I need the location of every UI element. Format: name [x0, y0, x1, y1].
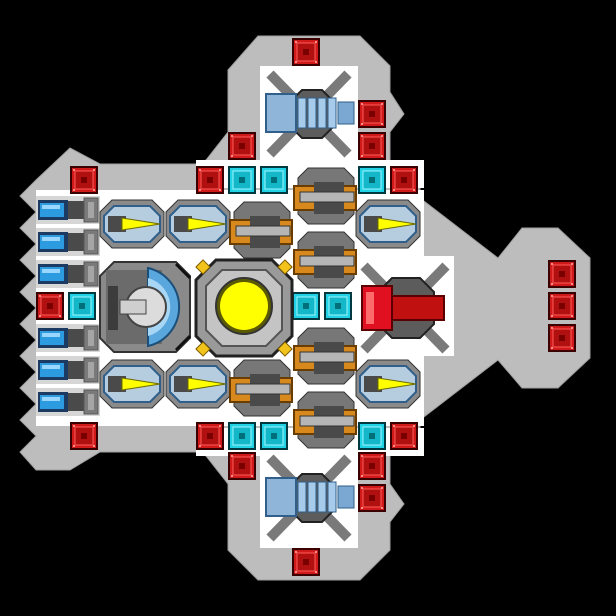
shield-block [260, 166, 288, 194]
shield-block [68, 292, 96, 320]
armor-block [358, 100, 386, 128]
shield-block [260, 422, 288, 450]
yellow-laser-turret [165, 359, 231, 409]
armor-block [196, 166, 224, 194]
heavy-cannon [265, 70, 355, 158]
yellow-laser-turret [99, 359, 165, 409]
armor-block [228, 132, 256, 160]
yellow-laser-turret [355, 359, 421, 409]
shield-block [228, 422, 256, 450]
armor-block [292, 38, 320, 66]
red-laser-weapon [360, 262, 450, 354]
armor-block [548, 324, 576, 352]
yellow-laser-turret [165, 199, 231, 249]
gun-mount [293, 327, 357, 385]
armor-block [70, 422, 98, 450]
thruster-engine [36, 228, 100, 256]
armor-block [228, 452, 256, 480]
thruster-engine [36, 324, 100, 352]
heavy-cannon [265, 454, 355, 542]
armor-block [70, 166, 98, 194]
armor-block [36, 292, 64, 320]
armor-block [358, 132, 386, 160]
shield-block [324, 292, 352, 320]
gun-mount [229, 201, 293, 259]
shield-generator [99, 261, 192, 353]
thruster-engine [36, 260, 100, 288]
gun-mount [229, 359, 293, 417]
shield-block [358, 166, 386, 194]
reactor-core [194, 258, 294, 358]
yellow-laser-turret [355, 199, 421, 249]
gun-mount [293, 231, 357, 289]
armor-block [548, 292, 576, 320]
armor-block [390, 422, 418, 450]
gun-mount [293, 167, 357, 225]
armor-block [358, 452, 386, 480]
gun-mount [293, 391, 357, 449]
yellow-laser-turret [99, 199, 165, 249]
armor-block [196, 422, 224, 450]
shield-block [358, 422, 386, 450]
armor-block [390, 166, 418, 194]
armor-block [292, 548, 320, 576]
shield-block [228, 166, 256, 194]
thruster-engine [36, 388, 100, 416]
thruster-engine [36, 356, 100, 384]
armor-block [358, 484, 386, 512]
armor-block [548, 260, 576, 288]
thruster-engine [36, 196, 100, 224]
shield-block [292, 292, 320, 320]
